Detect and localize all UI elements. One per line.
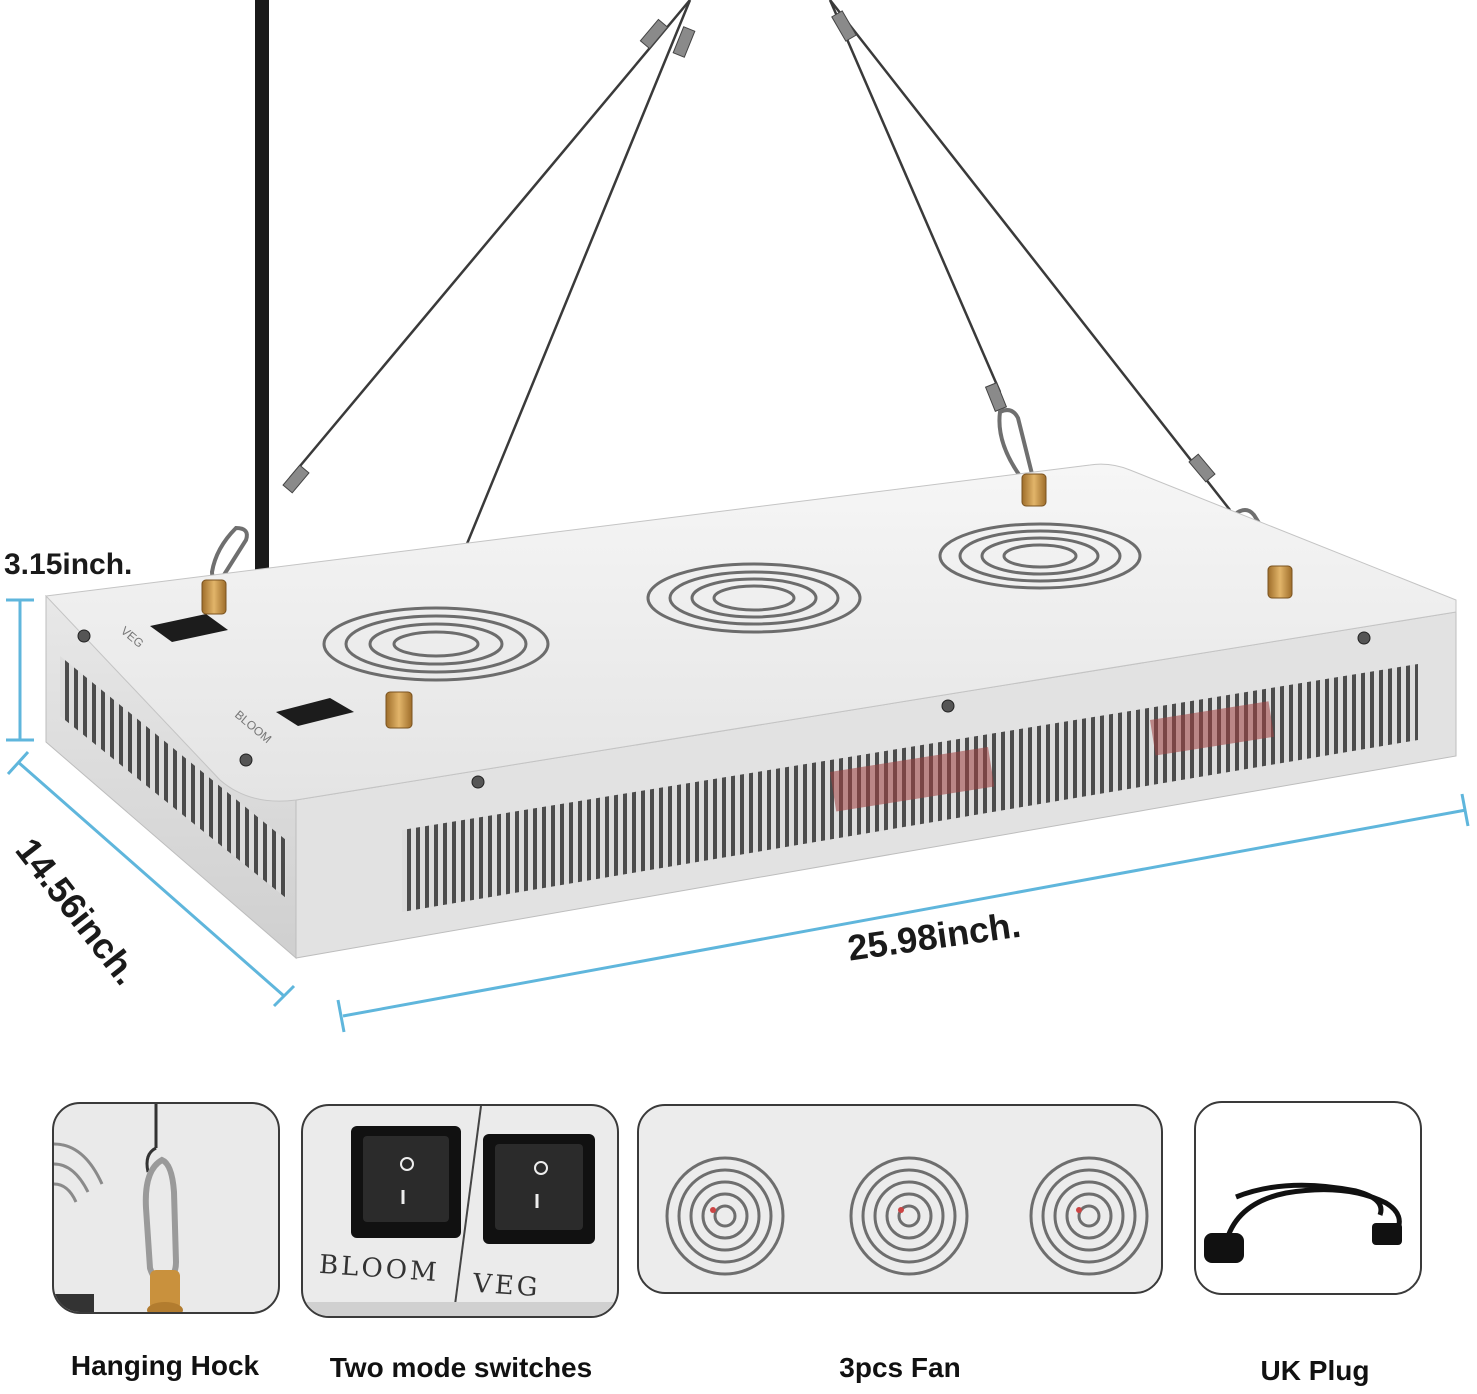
dimension-lines	[6, 598, 1470, 1033]
uk-plug-caption: UK Plug	[1260, 1355, 1370, 1386]
mode-switches-caption: Two mode switches	[329, 1352, 593, 1383]
panel-switches	[150, 614, 354, 726]
bloom-switch-icon	[351, 1126, 461, 1238]
hanging-wires	[289, 0, 1231, 557]
vent-left	[60, 656, 286, 898]
hanging-hook-thumbnail	[52, 1102, 280, 1314]
fan-icon	[665, 1156, 785, 1276]
fans-thumbnail	[637, 1104, 1163, 1294]
height-dimension-label: 3.15inch.	[4, 548, 133, 581]
fan-icon	[849, 1156, 969, 1276]
fans-caption: 3pcs Fan	[839, 1352, 961, 1383]
veg-switch-icon	[483, 1134, 595, 1244]
hanging-hook-caption: Hanging Hock	[70, 1350, 260, 1381]
mode-switches-thumbnail: BLOOM VEG	[301, 1104, 619, 1318]
brass-lugs	[201, 473, 1293, 729]
uk-plug-thumbnail	[1194, 1101, 1422, 1295]
fan-icon	[1029, 1156, 1149, 1276]
fan-grilles	[322, 522, 1142, 682]
grow-light-panel-illustration: VEG BLOOM	[6, 0, 1470, 1033]
veg-switch-label: VEG	[472, 1268, 542, 1304]
uk-plug-icon	[1204, 1182, 1402, 1263]
carabiner-hook-icon	[54, 1104, 183, 1312]
